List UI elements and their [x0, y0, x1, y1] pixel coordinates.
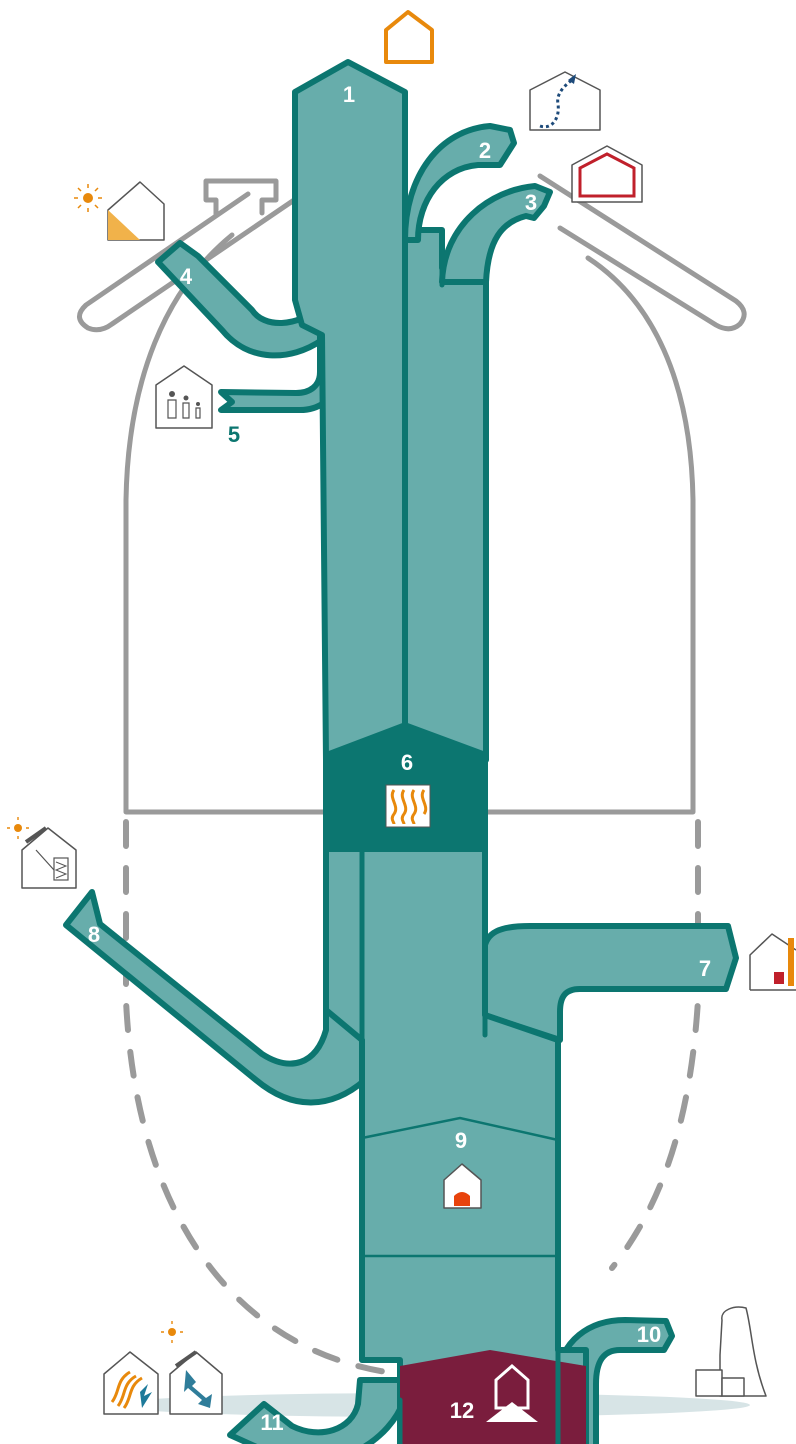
block-12-primary-energy	[400, 1350, 586, 1444]
flow-3-transmission	[439, 183, 553, 285]
flow-number-12: 12	[450, 1398, 474, 1423]
hot-water-house-icon	[749, 933, 796, 991]
air-leakage-house-icon	[529, 71, 601, 131]
flow-number-9: 9	[455, 1128, 467, 1153]
flow-number-1: 1	[343, 82, 355, 107]
system-house-icon	[443, 1163, 482, 1209]
flow-number-10: 10	[637, 1322, 661, 1347]
flow-number-3: 3	[525, 190, 537, 215]
solar-thermal-house-icon	[7, 817, 77, 889]
flow-number-5: 5	[228, 422, 240, 447]
house-outline-icon	[384, 10, 434, 64]
flow-2-ventilation	[402, 123, 517, 243]
building-envelope	[77, 173, 747, 1378]
power-plant-icon	[695, 1306, 767, 1397]
flow-8-solar-thermal	[63, 762, 368, 1106]
flow-number-8: 8	[88, 922, 100, 947]
flow-7-hot-water	[481, 923, 739, 1043]
flow-number-4: 4	[180, 264, 193, 289]
solar-gain-house-icon	[74, 181, 165, 241]
flow-number-2: 2	[479, 138, 491, 163]
divider-9-top	[361, 1116, 559, 1142]
transmission-loss-house-icon	[571, 145, 643, 203]
heating-demand-radiator-icon	[385, 784, 431, 828]
flow-number-6: 6	[401, 750, 413, 775]
solar-thermal-electric-icon	[103, 1351, 159, 1415]
photovoltaic-house-icon	[161, 1321, 223, 1415]
primary-energy-house-icon	[486, 1364, 538, 1422]
flow-number-7: 7	[699, 956, 711, 981]
flow-number-11: 11	[260, 1410, 283, 1435]
internal-gains-people-icon	[155, 365, 213, 429]
trunk-lower	[323, 757, 589, 1444]
